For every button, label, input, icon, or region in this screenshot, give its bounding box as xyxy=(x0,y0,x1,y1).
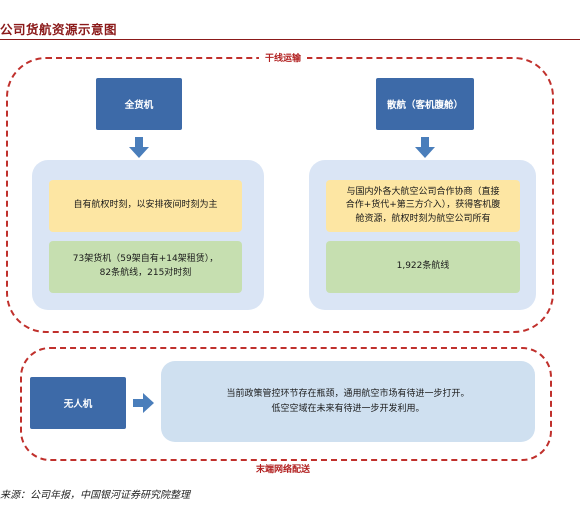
belly-cargo-cooperation-box: 与国内外各大航空公司合作协商（直接 合作+货代+第三方介入），获得客机腹 舱资源… xyxy=(326,180,520,232)
trunk-transport-label: 干线运输 xyxy=(258,51,308,64)
last-mile-label: 末端网络配送 xyxy=(249,462,317,475)
all-cargo-rights-box: 自有航权时刻，以安排夜间时刻为主 xyxy=(49,180,242,232)
right-arrow-icon xyxy=(133,393,154,413)
title-divider xyxy=(0,39,580,40)
last-mile-group xyxy=(20,347,552,461)
source-note: 来源：公司年报，中国银河证券研究院整理 xyxy=(0,490,190,501)
belly-cargo-box: 散航（客机腹舱） xyxy=(376,78,474,130)
fleet-line: 73架货机（59架自有+14架租赁）， xyxy=(72,254,219,265)
routes-line: 82条航线，215对时刻 xyxy=(99,268,192,278)
belly-routes-line: 1,922条航线 xyxy=(396,261,450,272)
all-cargo-aircraft-box: 全货机 xyxy=(96,78,182,130)
belly-cargo-routes-box: 1,922条航线 xyxy=(326,241,520,293)
policy-line-1: 当前政策管控环节存在瓶颈，通用航空市场有待进一步打开。 xyxy=(226,389,470,400)
page-title: 公司货航资源示意图 xyxy=(0,22,118,37)
drone-policy-box: 当前政策管控环节存在瓶颈，通用航空市场有待进一步打开。 低空空域在未来有待进一步… xyxy=(161,361,535,442)
drone-box: 无人机 xyxy=(30,377,126,429)
all-cargo-fleet-box: 73架货机（59架自有+14架租赁）， 82条航线，215对时刻 xyxy=(49,241,242,293)
cooperation-line-1: 与国内外各大航空公司合作协商（直接 xyxy=(346,186,500,197)
down-arrow-icon xyxy=(129,137,149,158)
cooperation-line-3: 舱资源，航权时刻为航空公司所有 xyxy=(355,213,491,224)
cooperation-line-2: 合作+货代+第三方介入），获得客机腹 xyxy=(345,200,501,211)
policy-line-2: 低空空域在未来有待进一步开发利用。 xyxy=(271,403,425,414)
down-arrow-icon xyxy=(415,137,435,158)
